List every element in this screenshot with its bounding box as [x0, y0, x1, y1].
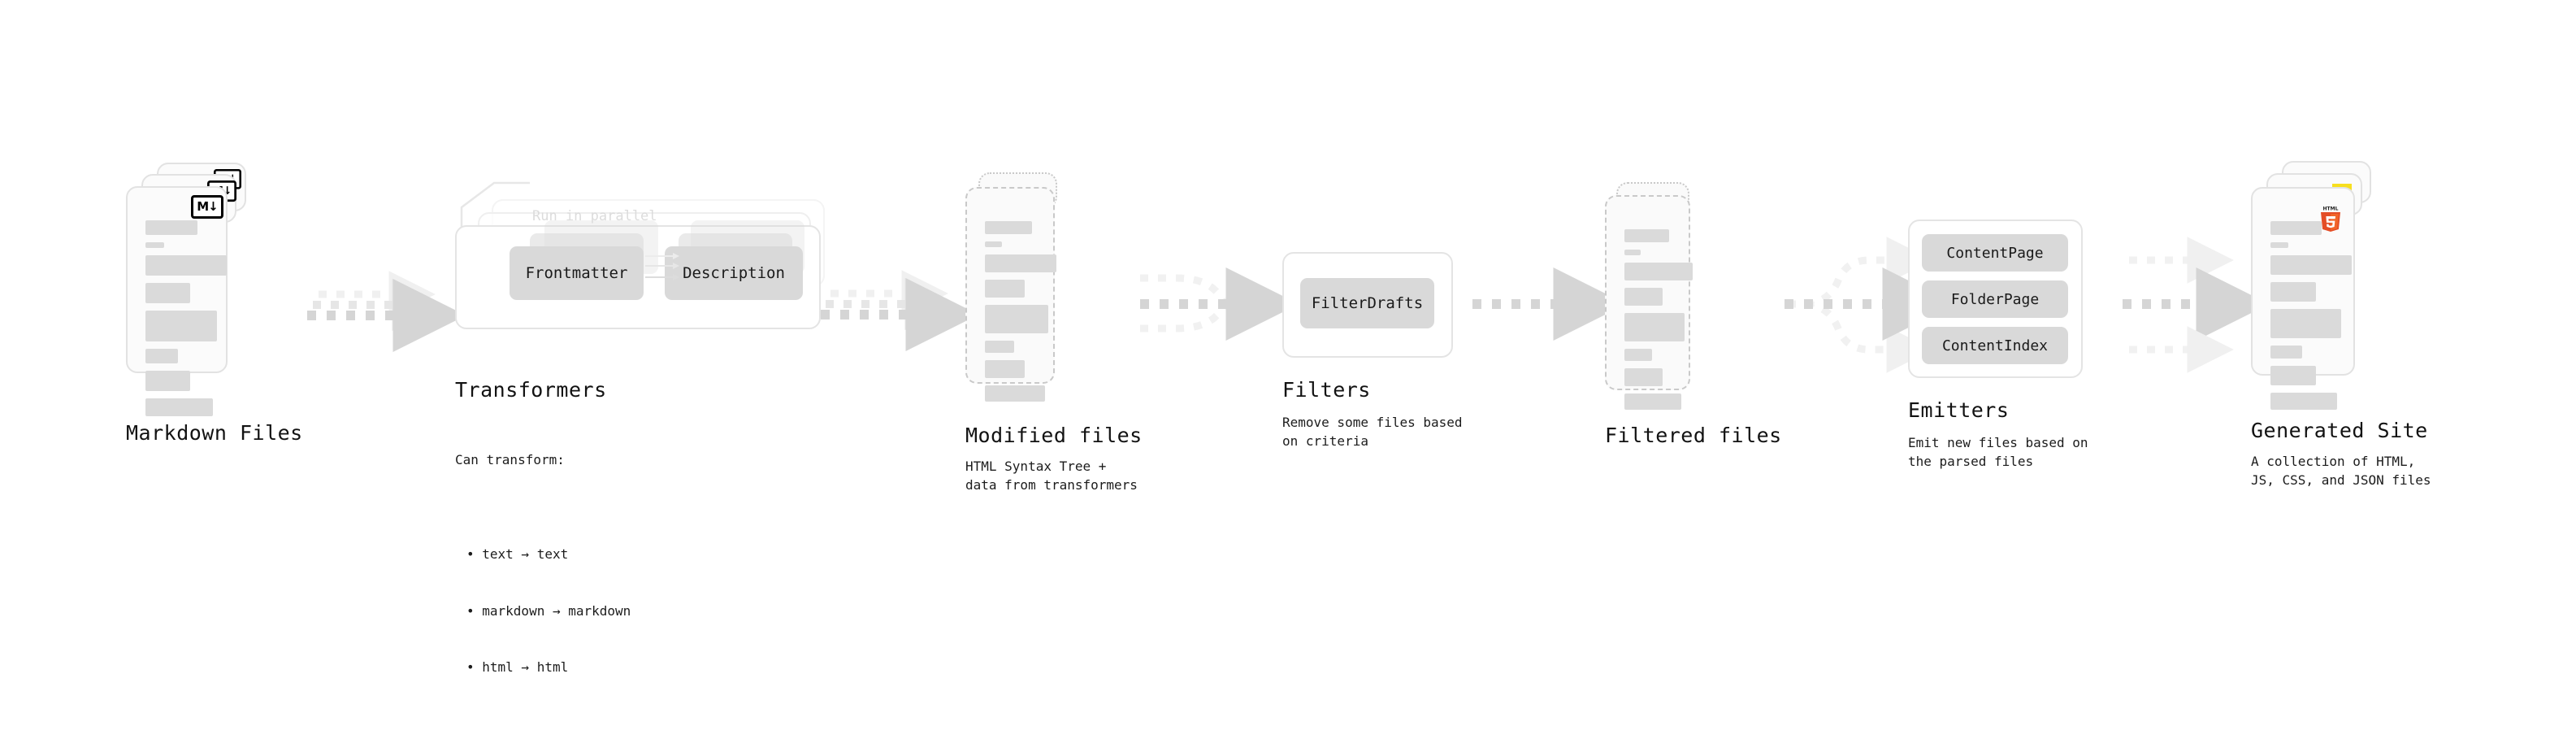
transformers-bullet-2: html → html	[466, 658, 631, 676]
transformer-pill-description[interactable]: Description	[665, 246, 803, 300]
run-in-parallel-label: Run in parallel	[532, 208, 657, 224]
transformers-subtitle-lead: Can transform:	[455, 452, 565, 468]
emitters-pill-contentindex[interactable]: ContentIndex	[1922, 327, 2068, 364]
generated-doc-lines	[2270, 221, 2352, 417]
emitters-subtitle: Emit new files based on the parsed files	[1908, 435, 2088, 470]
transformers-bullet-0: text → text	[466, 545, 631, 563]
modified-doc-front	[965, 187, 1056, 402]
emitters-pill-folderpage[interactable]: FolderPage	[1922, 280, 2068, 318]
connector-emitters-to-site	[2123, 237, 2270, 373]
html5-icon-svg: HTML	[2321, 206, 2340, 232]
filters-subtitle: Remove some files based on criteria	[1282, 415, 1463, 450]
markdown-files-title: Markdown Files	[126, 421, 303, 445]
transformers-title: Transformers	[455, 378, 607, 402]
filtered-doc-front	[1605, 195, 1693, 410]
generated-site-stack: HTML	[2251, 161, 2371, 410]
emitters-pill-contentpage[interactable]: ContentPage	[1922, 234, 2068, 272]
markdown-icon-front: M↓	[191, 195, 223, 219]
svg-text:HTML: HTML	[2323, 206, 2339, 212]
filtered-doc-lines	[1624, 229, 1693, 417]
generated-doc-front	[2251, 187, 2355, 410]
transformers-bullet-list: text → text markdown → markdown html → h…	[455, 507, 631, 715]
connector-filtered-to-emitters	[1785, 237, 1956, 373]
filters-title: Filters	[1282, 378, 1371, 402]
pipeline-diagram: M↓ M↓ M↓ Markdown Files Frontmatte	[0, 0, 2576, 681]
filtered-files-title: Filtered files	[1605, 424, 1782, 447]
generated-site-subtitle: A collection of HTML, JS, CSS, and JSON …	[2251, 454, 2431, 489]
markdown-doc-lines	[145, 220, 227, 424]
connector-modified-to-filters	[1140, 267, 1299, 341]
modified-files-title: Modified files	[965, 424, 1143, 447]
modified-doc-lines	[985, 221, 1056, 409]
modified-files-subtitle: HTML Syntax Tree + data from transformer…	[965, 459, 1138, 493]
transformers-subtitle: Can transform: text → text markdown → ma…	[455, 413, 631, 752]
connector-transformers-to-modified	[821, 270, 979, 351]
html5-icon: HTML	[2318, 205, 2343, 233]
transformer-inner-arrows	[645, 253, 679, 280]
transformer-pill-frontmatter[interactable]: Frontmatter	[510, 246, 644, 300]
emitters-title: Emitters	[1908, 398, 2010, 422]
connector-md-to-transformers	[307, 271, 466, 352]
transformers-bullet-1: markdown → markdown	[466, 602, 631, 620]
filters-pill-filterdrafts[interactable]: FilterDrafts	[1300, 278, 1434, 328]
generated-site-title: Generated Site	[2251, 419, 2428, 442]
